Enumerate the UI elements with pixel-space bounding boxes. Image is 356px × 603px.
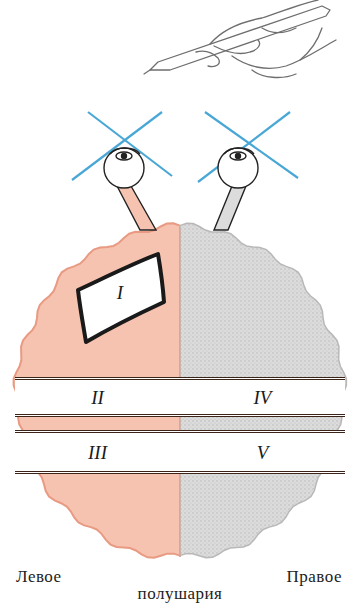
cortex-band: II [15, 377, 180, 417]
cortex-band: V [180, 430, 345, 474]
area-border [78, 254, 164, 342]
right-hemisphere [180, 223, 346, 557]
region-numeral: I [117, 283, 123, 302]
cortex-band: IV [180, 377, 345, 417]
region-numeral: V [257, 443, 269, 462]
hemisphere-caption: Левое [16, 568, 62, 587]
region-numeral: II [91, 388, 104, 407]
hand-with-pen [144, 0, 336, 77]
left-hemisphere [14, 223, 180, 557]
hemisphere-caption: Правое [287, 568, 343, 587]
region-numeral: IV [254, 388, 272, 407]
hemisphere-caption: полушария [138, 585, 223, 603]
cortex-area: I [74, 252, 166, 344]
cortex-band: III [15, 430, 180, 474]
region-numeral: III [88, 443, 107, 462]
eyes [104, 148, 258, 230]
